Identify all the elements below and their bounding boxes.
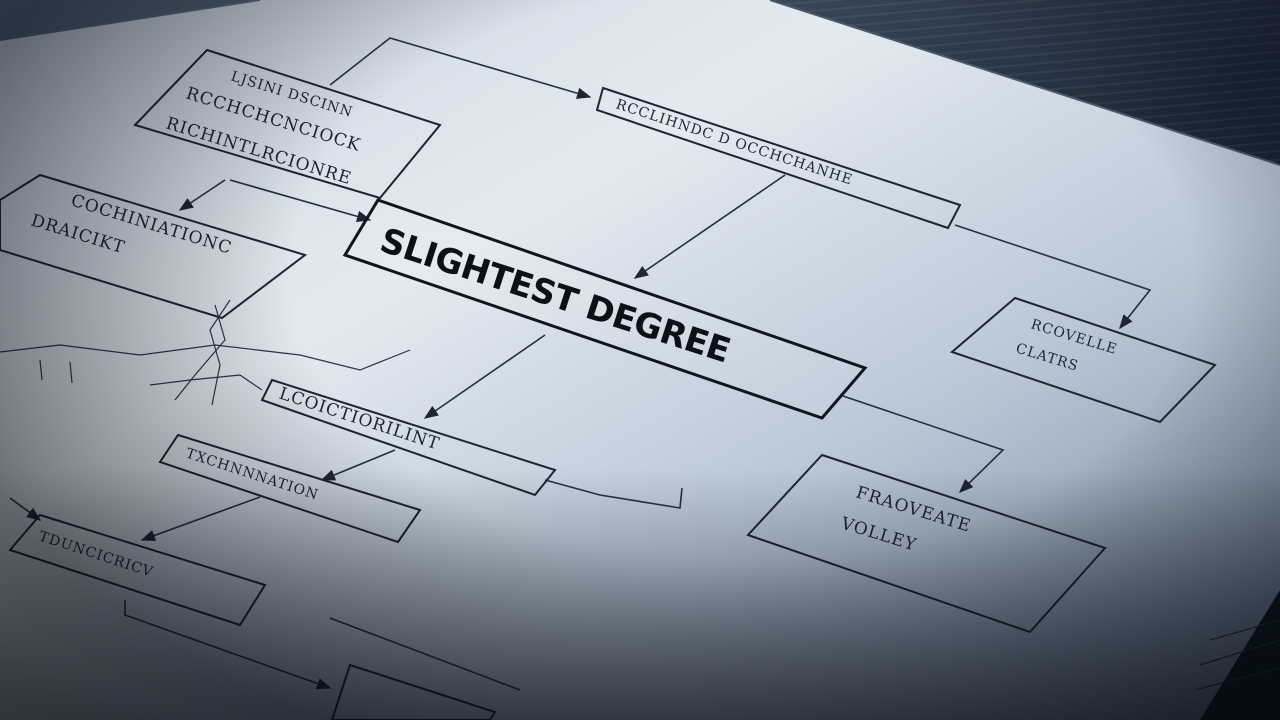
document-photo: LJSINI DSCINN RCCHCHCNCIOCK RICHINTLRCIO… <box>0 0 1280 720</box>
flowchart-paper: LJSINI DSCINN RCCHCHCNCIOCK RICHINTLRCIO… <box>0 0 1280 720</box>
